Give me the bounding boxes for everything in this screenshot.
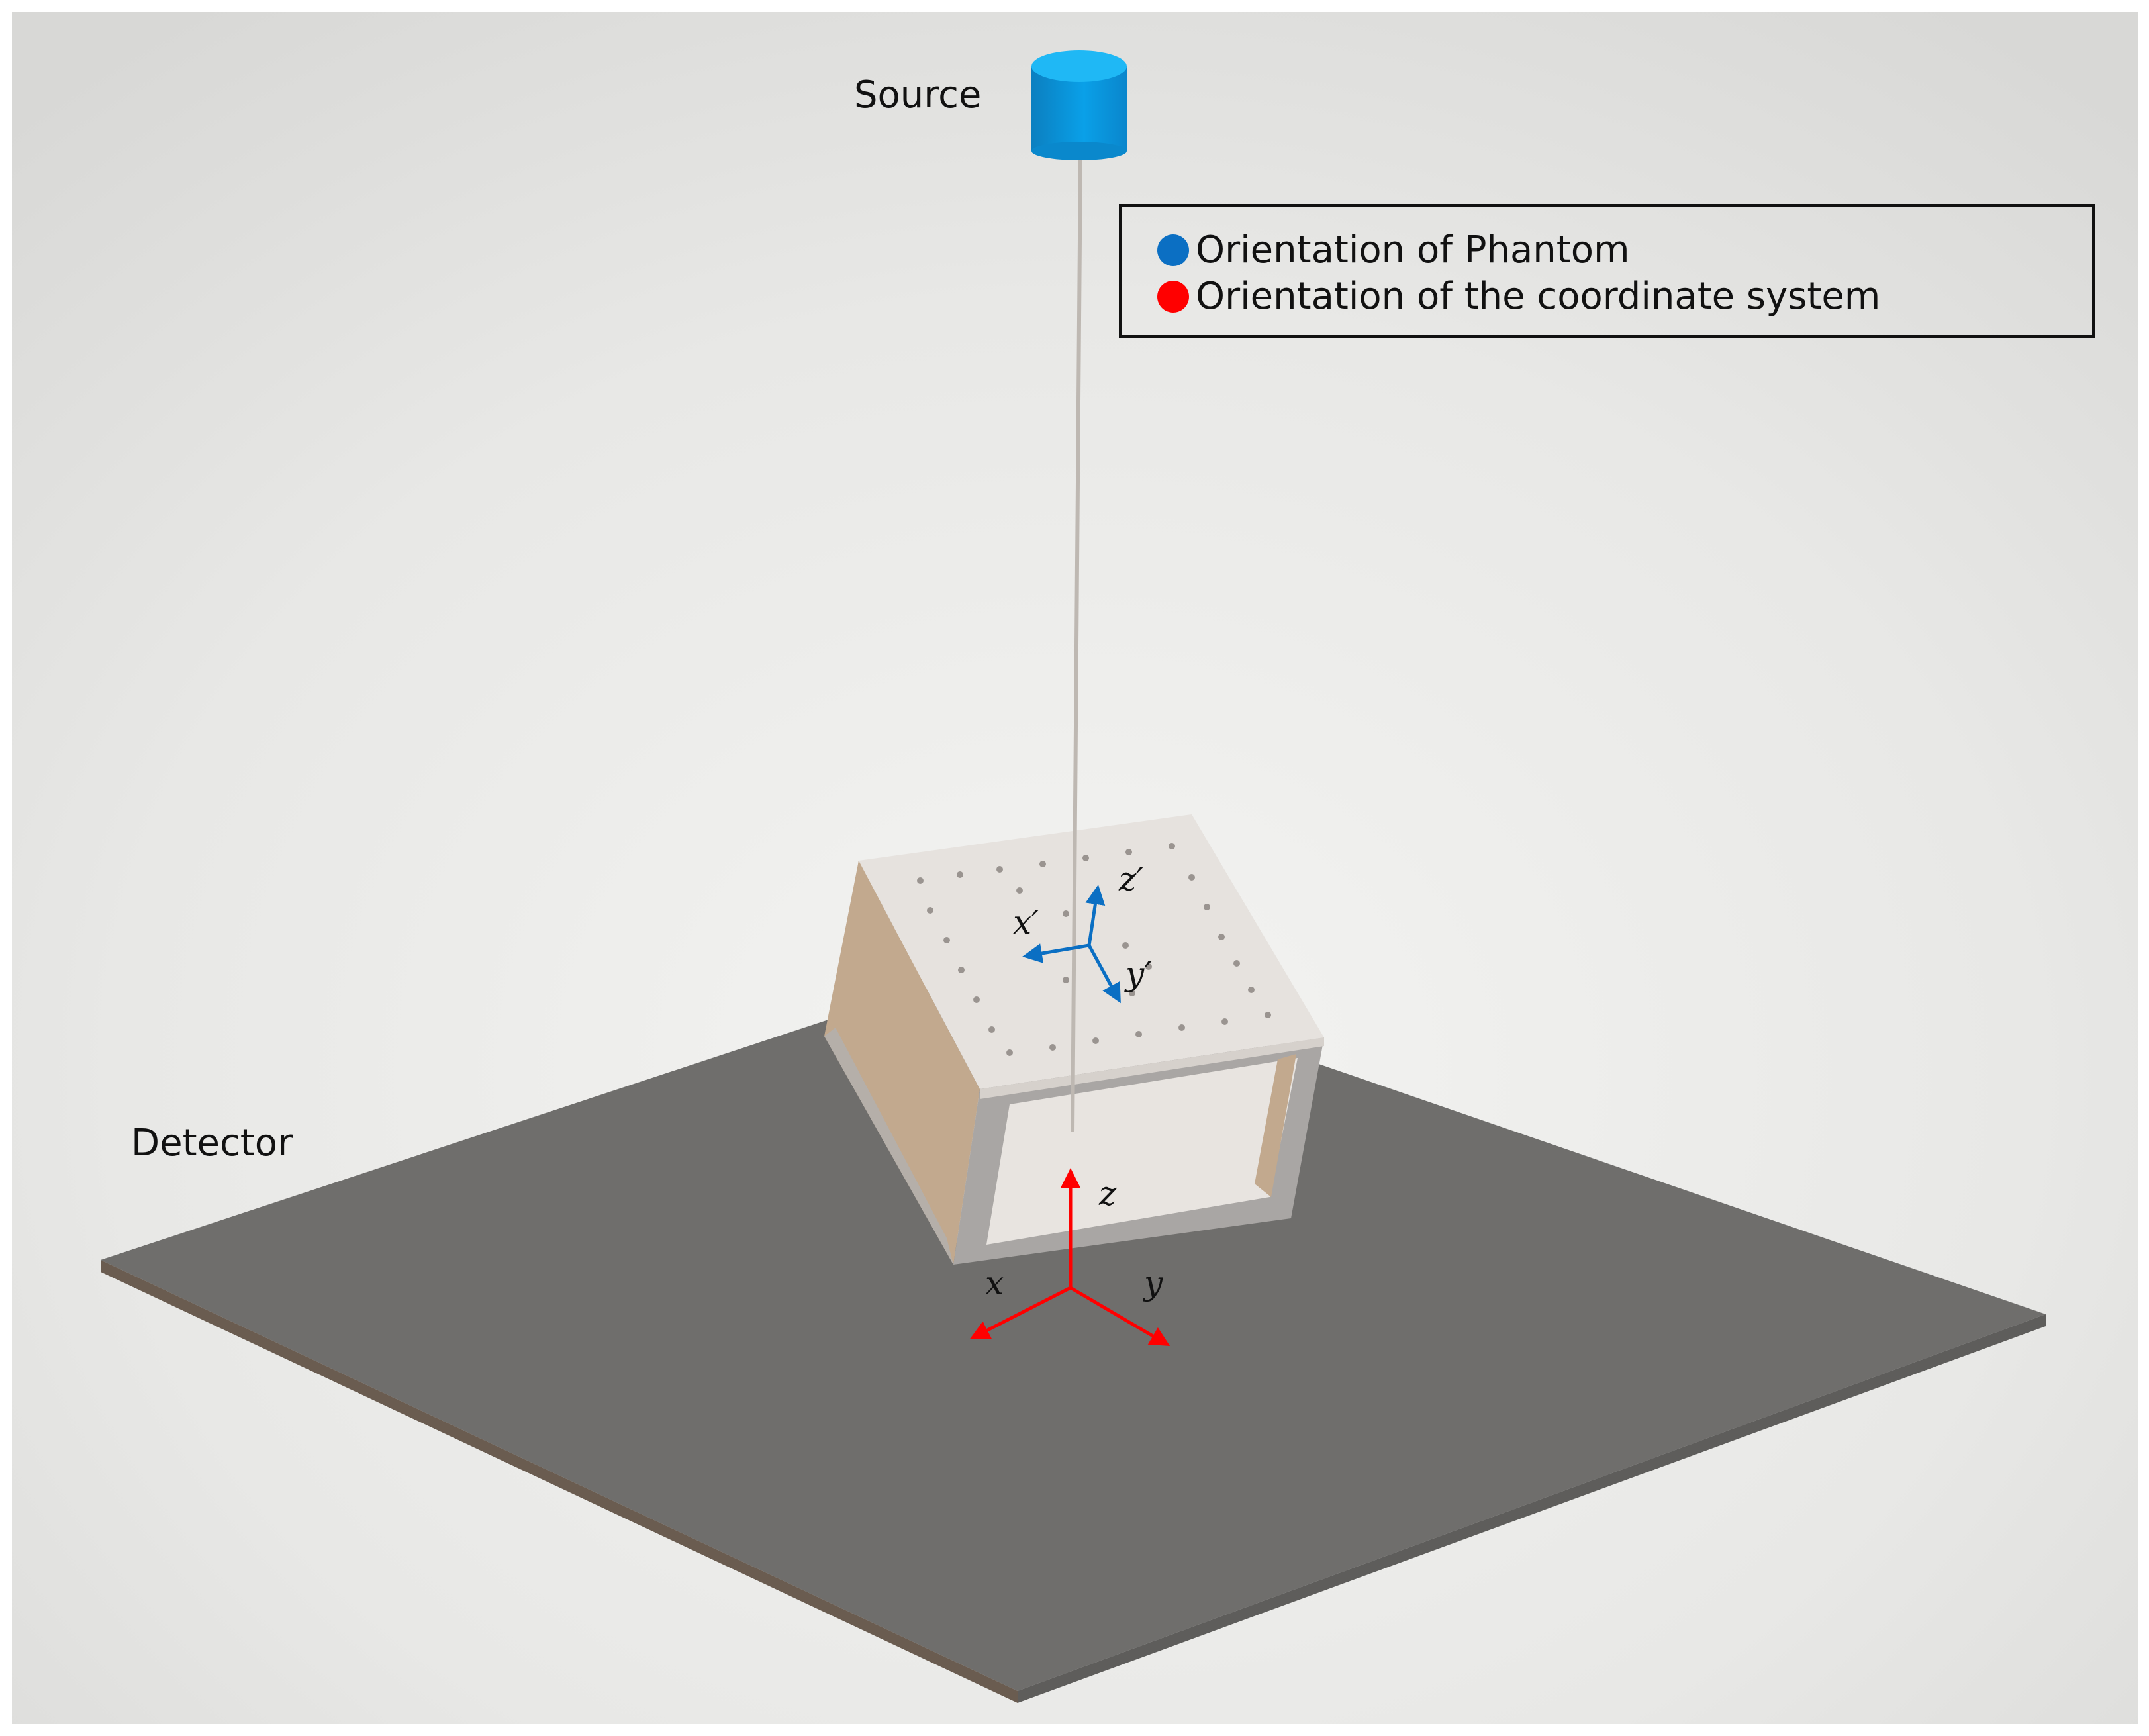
legend-marker-phantom (1157, 234, 1189, 266)
legend-box (1119, 204, 2095, 338)
phantom-markers (917, 843, 1271, 1056)
legend-marker-coordinate-system (1157, 281, 1189, 313)
phantom-y-axis (1087, 944, 1121, 1004)
detector-label: Detector (131, 1122, 293, 1165)
legend: Orientation of Phantom Orientation of th… (1119, 204, 2095, 338)
detector-x-axis (969, 1286, 1072, 1339)
phantom-z-axis (1085, 885, 1106, 946)
phantom-x-label: x′ (1013, 903, 1039, 941)
detector-y-label: y (1143, 1264, 1163, 1302)
phantom (824, 814, 1324, 1265)
source-icon (1031, 50, 1127, 160)
phantom-x-axis (1022, 943, 1090, 963)
source-label: Source (854, 73, 981, 117)
detector-y-axis (1069, 1286, 1170, 1347)
legend-label-coordinate-system: Orientation of the coordinate system (1196, 275, 1880, 318)
detector-z-label: z (1098, 1175, 1117, 1213)
phantom-z-label: z′ (1118, 860, 1144, 898)
detector-axes (969, 1168, 1170, 1347)
detector-plate (101, 959, 2046, 1703)
phantom-axes (1022, 885, 1121, 1004)
detector-x-label: x (985, 1264, 1004, 1302)
xray-beam (1071, 157, 1082, 1133)
legend-label-phantom: Orientation of Phantom (1196, 228, 1630, 271)
phantom-y-label: y′ (1124, 955, 1152, 993)
